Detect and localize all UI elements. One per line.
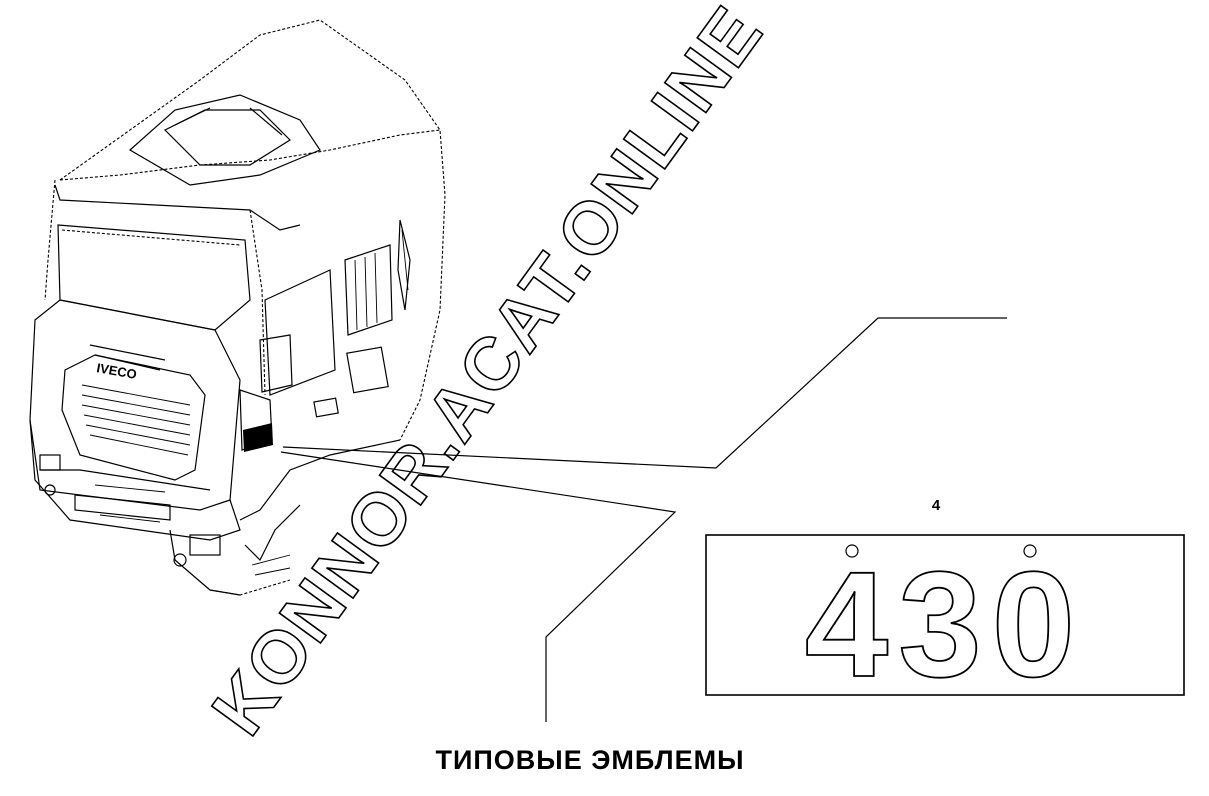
- leader-lines: [280, 317, 1007, 722]
- svg-text:IVECO: IVECO: [95, 360, 137, 382]
- emblem-430: 430: [705, 534, 1185, 709]
- diagram-caption: ТИПОВЫЕ ЭМБЛЕМЫ: [435, 745, 745, 775]
- emblem-text: 430: [805, 540, 1085, 708]
- emblem-frame: [705, 534, 1185, 696]
- callout-number: 4: [931, 497, 941, 514]
- truck-cab-drawing: IVECO: [29, 19, 446, 596]
